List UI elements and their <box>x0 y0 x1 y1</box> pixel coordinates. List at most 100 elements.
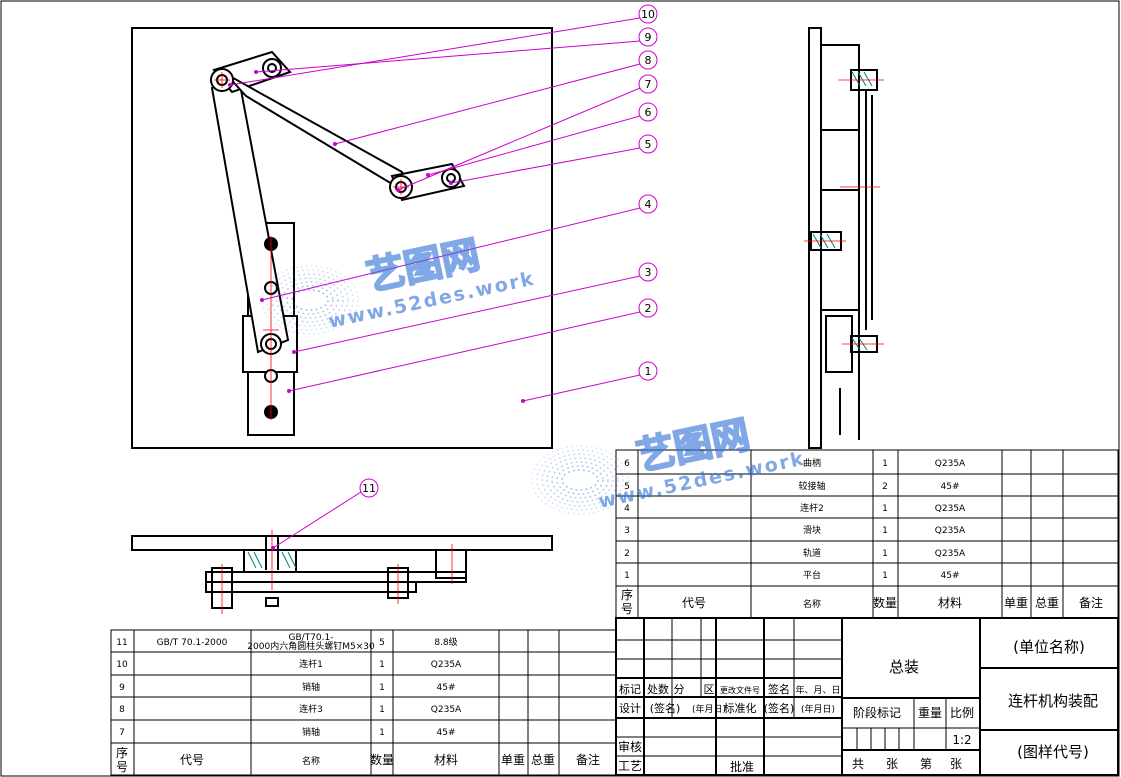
part-seq: 11 <box>116 638 127 648</box>
balloon-label-9: 9 <box>645 31 652 44</box>
part-qty: 1 <box>882 504 888 514</box>
design-row-cell: (签名) <box>764 701 795 715</box>
platform-plate <box>131 27 553 449</box>
revision-label: 区 <box>704 683 715 696</box>
header-total-weight: 总重 <box>1035 596 1059 610</box>
part-qty: 1 <box>379 660 385 670</box>
header-qty: 数量 <box>370 752 394 767</box>
leader-line-9 <box>255 40 641 73</box>
title-block <box>615 617 1119 776</box>
part-material: Q235A <box>431 660 462 670</box>
part-name: 较接轴 <box>798 480 825 492</box>
part-seq: 7 <box>119 728 125 738</box>
part-material: Q235A <box>935 549 966 559</box>
part-material: Q235A <box>431 705 462 715</box>
leader-line-1 <box>522 374 641 402</box>
balloon-5 <box>638 134 658 154</box>
design-row-cell: 标准化 <box>724 701 757 715</box>
scale-value: 1:2 <box>952 733 971 747</box>
top-view <box>131 535 553 609</box>
leader-line-7 <box>397 87 641 191</box>
part-name: 连杆2 <box>800 502 824 514</box>
top-hatching <box>247 551 297 569</box>
balloon-label-10: 10 <box>641 8 655 21</box>
review-label: 审核 <box>618 739 642 754</box>
revision-label: 更改文件号 <box>720 685 760 695</box>
scale-label: 比例 <box>950 706 974 720</box>
balloon-label-3: 3 <box>645 266 652 279</box>
part-name: 曲柄 <box>803 457 821 469</box>
part-qty: 2 <box>882 482 888 492</box>
header-seq: 序 <box>116 745 128 760</box>
balloon-11 <box>359 478 379 498</box>
revision-label: 分 <box>674 683 685 696</box>
header-total-weight: 总重 <box>531 753 555 767</box>
header-unit-weight: 单重 <box>1004 596 1028 610</box>
header-seq: 序 <box>621 587 633 602</box>
balloon-label-8: 8 <box>645 54 652 67</box>
leader-line-4 <box>261 207 641 301</box>
header-code: 代号 <box>180 753 204 767</box>
part-seq: 5 <box>624 482 630 492</box>
approve-label: 批准 <box>730 759 754 774</box>
part-name: 销轴 <box>302 726 320 738</box>
top-plate <box>131 535 553 551</box>
total-sheets-label: 共 <box>852 757 864 771</box>
part-material: 45# <box>437 728 456 738</box>
balloon-6 <box>638 102 658 122</box>
balloon-2 <box>638 298 658 318</box>
part-qty: 5 <box>379 638 385 648</box>
part-seq: 3 <box>624 526 630 536</box>
header-name: 名称 <box>803 598 821 610</box>
parts-list-left <box>110 629 617 776</box>
part-seq: 1 <box>624 571 630 581</box>
part-seq: 10 <box>116 660 128 670</box>
top-centerlines <box>221 530 453 614</box>
header-material: 材料 <box>434 753 458 767</box>
balloon-label-2: 2 <box>645 302 652 315</box>
part-qty: 1 <box>379 683 385 693</box>
balloon-label-4: 4 <box>645 198 652 211</box>
leader-line-8 <box>334 63 641 145</box>
balloon-label-7: 7 <box>645 78 652 91</box>
part-material: Q235A <box>935 459 966 469</box>
balloon-label-1: 1 <box>645 365 652 378</box>
balloon-4 <box>638 194 658 214</box>
balloon-9 <box>638 27 658 47</box>
leader-line-2 <box>288 311 641 392</box>
part-qty: 1 <box>882 549 888 559</box>
part-seq: 4 <box>624 504 630 514</box>
part-name: 连杆1 <box>299 658 323 670</box>
leader-line-11 <box>272 491 362 549</box>
part-code: GB/T 70.1-2000 <box>157 638 228 648</box>
part-seq: 2 <box>624 549 630 559</box>
header-material: 材料 <box>938 596 962 610</box>
part-qty: 1 <box>882 571 888 581</box>
svg-text:号: 号 <box>116 760 128 774</box>
stage-mark-label: 阶段标记 <box>853 705 901 720</box>
leader-line-5 <box>450 147 641 184</box>
process-label: 工艺 <box>618 759 642 773</box>
assembly-title: 总装 <box>889 658 919 676</box>
part-name: 轨道 <box>803 547 821 559</box>
balloon-3 <box>638 262 658 282</box>
part-name: 销轴 <box>302 681 320 693</box>
part-qty: 1 <box>882 526 888 536</box>
part-qty: 1 <box>882 459 888 469</box>
part-material: 45# <box>941 482 960 492</box>
part-name: 平台 <box>803 569 821 581</box>
part-qty: 1 <box>379 728 385 738</box>
revision-label: 年、月、日 <box>795 684 840 696</box>
drawing-code: (图样代号) <box>1017 743 1089 761</box>
sheet-number-label: 第 <box>920 757 932 771</box>
svg-text:张: 张 <box>950 757 962 771</box>
leader-line-10 <box>229 17 641 86</box>
balloon-1 <box>638 361 658 381</box>
